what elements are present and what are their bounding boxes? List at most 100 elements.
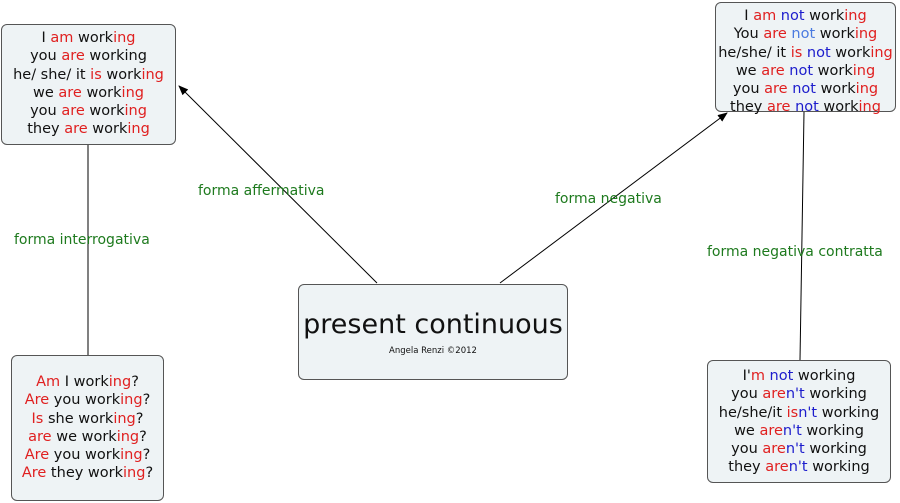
- conjugation-line: you are working: [2, 102, 175, 120]
- text-segment: not: [764, 368, 794, 384]
- text-segment: you: [732, 81, 765, 98]
- text-segment: you: [731, 386, 763, 403]
- conjugation-line: they are working: [2, 120, 175, 138]
- text-segment: are: [61, 48, 85, 65]
- text-segment: are: [64, 121, 88, 138]
- label-interrogative: forma interrogativa: [14, 232, 150, 248]
- text-segment: work: [84, 103, 125, 120]
- conjugation-line: you are working: [2, 47, 175, 65]
- text-segment: ?: [139, 428, 147, 445]
- text-segment: she work: [43, 410, 114, 427]
- conjugation-line: he/she/it isn't working: [708, 404, 890, 422]
- text-segment: n't: [788, 459, 808, 476]
- text-segment: are: [61, 103, 85, 120]
- conjugation-line: are we working?: [12, 428, 163, 446]
- text-segment: work: [813, 62, 853, 79]
- label-affirmative: forma affermativa: [198, 183, 325, 199]
- text-segment: ing: [854, 26, 878, 43]
- text-segment: ing: [108, 374, 132, 390]
- text-segment: we: [735, 62, 762, 79]
- text-segment: ?: [145, 465, 154, 482]
- text-segment: not: [776, 8, 805, 24]
- text-segment: are: [762, 386, 786, 403]
- author-credit: Angela Renzi ©2012: [389, 346, 477, 356]
- text-segment: work: [73, 30, 114, 46]
- text-segment: he/ she/ it: [13, 66, 91, 83]
- text-segment: he/she/it: [718, 404, 787, 421]
- text-segment: work: [818, 99, 859, 116]
- text-segment: I: [41, 30, 51, 46]
- text-segment: work: [815, 81, 856, 98]
- text-segment: ing: [870, 44, 893, 61]
- text-segment: you: [30, 48, 62, 65]
- conjugation-line: Are you working?: [12, 391, 163, 409]
- conjugation-line: they are not working: [716, 98, 895, 116]
- text-segment: we: [33, 84, 59, 101]
- text-segment: are: [58, 84, 82, 101]
- text-segment: am: [50, 30, 74, 46]
- text-segment: ?: [135, 410, 144, 427]
- text-segment: I': [742, 368, 751, 384]
- conjugation-line: I am not working: [716, 7, 895, 25]
- text-segment: working: [793, 368, 856, 384]
- text-segment: not: [786, 26, 816, 43]
- text-segment: you: [30, 103, 62, 120]
- conjugation-line: Are they working?: [12, 464, 163, 482]
- text-segment: Am: [36, 374, 61, 390]
- text-segment: work: [81, 84, 122, 101]
- text-segment: they: [27, 121, 65, 138]
- text-segment: they work: [46, 465, 124, 482]
- text-segment: n't: [785, 441, 805, 458]
- conjugation-line: we are working: [2, 84, 175, 102]
- conjugation-line: I am working: [2, 29, 175, 47]
- link-contracted: [799, 111, 805, 361]
- conjugation-line: you aren't working: [708, 385, 890, 403]
- text-segment: are: [767, 99, 791, 116]
- conjugation-line: I'm not working: [708, 367, 890, 385]
- text-segment: they: [728, 459, 766, 476]
- text-segment: ?: [142, 392, 151, 409]
- conjugation-line: Are you working?: [12, 446, 163, 464]
- text-segment: are: [765, 459, 789, 476]
- central-title: present continuous: [303, 309, 563, 340]
- text-segment: he/she/ it: [718, 44, 791, 61]
- text-segment: ing: [123, 465, 146, 482]
- text-segment: is: [790, 44, 803, 61]
- link-affirmative: [178, 85, 378, 284]
- conjugation-line: he/ she/ it is working: [2, 66, 175, 84]
- text-segment: working: [804, 441, 867, 458]
- text-segment: are: [28, 428, 52, 445]
- text-segment: we work: [51, 428, 117, 445]
- text-segment: ing: [113, 410, 136, 427]
- text-segment: you: [731, 441, 763, 458]
- text-segment: working: [804, 386, 867, 403]
- conjugation-line: You are not working: [716, 25, 895, 43]
- text-segment: working: [801, 422, 864, 439]
- central-concept-box[interactable]: present continuous Angela Renzi ©2012: [298, 284, 568, 380]
- conjugation-line: you are not working: [716, 80, 895, 98]
- text-segment: not: [784, 62, 814, 79]
- text-segment: working: [817, 404, 880, 421]
- text-segment: are: [763, 26, 787, 43]
- text-segment: ing: [116, 428, 140, 445]
- conjugation-line: he/she/ it is not working: [716, 44, 895, 62]
- text-segment: ing: [113, 30, 136, 46]
- interrogative-box[interactable]: Am I working?Are you working?Is she work…: [11, 355, 164, 501]
- text-segment: ing: [124, 103, 147, 120]
- text-segment: work: [101, 66, 142, 83]
- text-segment: you work: [49, 447, 121, 464]
- text-segment: working: [84, 48, 147, 65]
- conjugation-line: we aren't working: [708, 422, 890, 440]
- text-segment: work: [804, 8, 845, 24]
- conjugation-line: Is she working?: [12, 410, 163, 428]
- text-segment: Are: [24, 447, 50, 464]
- text-segment: m: [750, 368, 765, 384]
- text-segment: You: [733, 26, 764, 43]
- text-segment: ?: [142, 447, 151, 464]
- text-segment: n't: [782, 422, 802, 439]
- text-segment: Are: [24, 392, 50, 409]
